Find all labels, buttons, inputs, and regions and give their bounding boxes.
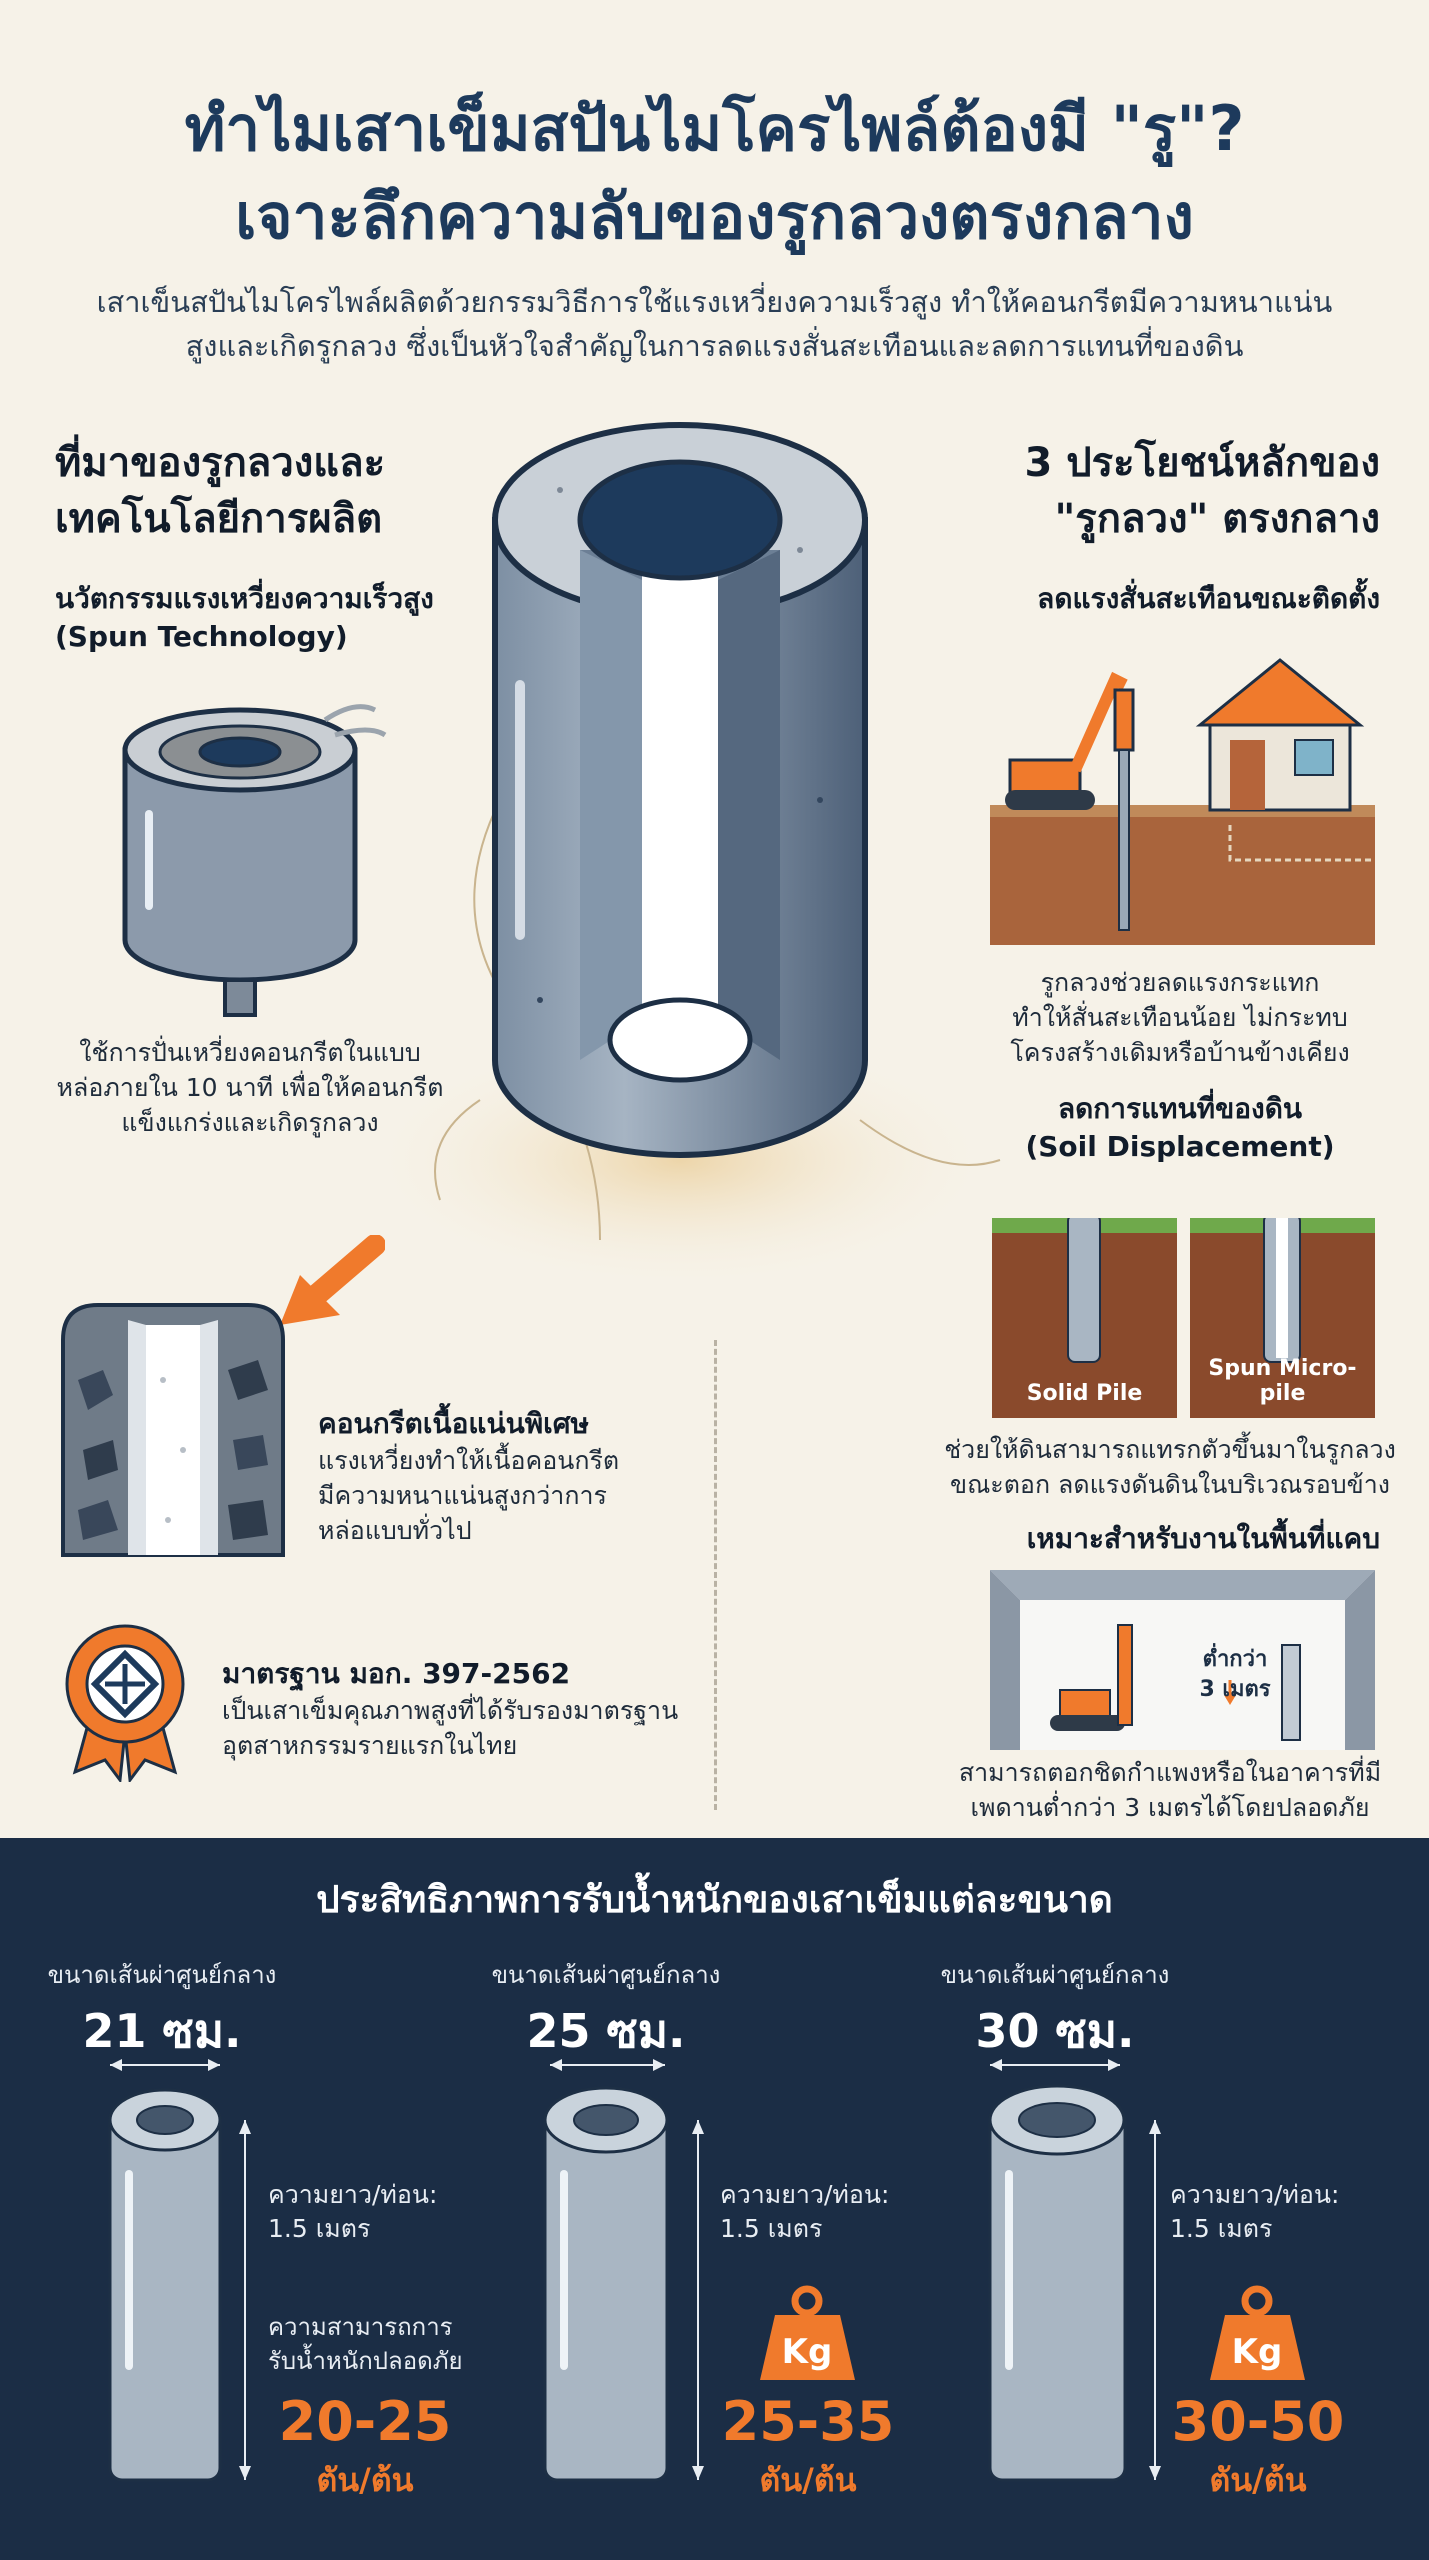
b2-desc-line-1: ช่วยให้ดินสามารถแทรกตัวขึ้นมาในรูกลวง (944, 1435, 1396, 1464)
subtitle-line-1: เสาเข็นสปันไมโครไพล์ผลิตด้วยกรรมวิธีการใ… (96, 285, 1333, 319)
kg-weight-icon: Kg (1210, 2285, 1305, 2380)
dense-concrete-cross-section (61, 1303, 285, 1557)
capacity-value-3: 30-50 (1171, 2390, 1345, 2453)
diameter-value-1: 21 ซม. (82, 2004, 242, 2058)
dense-desc-line-3: หล่อแบบทั่วไป (318, 1516, 472, 1545)
kg-icon-label: Kg (782, 2332, 833, 2372)
divider (714, 1340, 717, 1810)
diameter-value-2: 25 ซม. (526, 2004, 686, 2058)
kg-weight-icon: Kg (760, 2285, 855, 2380)
solid-pile-shape (1067, 1218, 1101, 1363)
capacity-label-1: ความสามารถการ รับน้ำหนักปลอดภัย (268, 2310, 498, 2378)
standard-desc-line-1: เป็นเสาเข็มคุณภาพสูงที่ได้รับรองมาตรฐาน (222, 1696, 679, 1725)
spinning-mold-icon (122, 704, 387, 1017)
capacity-label-1-line-2: รับน้ำหนักปลอดภัย (268, 2347, 463, 2375)
benefit-1-title: ลดแรงสั่นสะเทือนขณะติดตั้ง (1037, 582, 1380, 615)
spun-desc-line-2: หล่อภายใน 10 นาที เพื่อให้คอนกรีต (56, 1073, 444, 1102)
benefit-3-description: สามารถตอกชิดกำแพงหรือในอาคารที่มี เพดานต… (930, 1755, 1410, 1825)
length-label-2: ความยาว/ท่อน: (720, 2180, 890, 2209)
benefit-2-description: ช่วยให้ดินสามารถแทรกตัวขึ้นมาในรูกลวง ขณ… (930, 1432, 1410, 1502)
length-label-3: ความยาว/ท่อน: (1170, 2180, 1340, 2209)
spun-title: นวัตกรรมแรงเหวี่ยงความเร็วสูง (Spun Tech… (55, 580, 495, 656)
capacity-value-2: 25-35 (721, 2390, 895, 2453)
capacity-title: ประสิทธิภาพการรับน้ำหนักของเสาเข็มแต่ละข… (316, 1878, 1113, 1921)
spun-desc-line-3: แข็งแกร่งและเกิดรูกลวง (121, 1108, 379, 1137)
length-text-1: ความยาว/ท่อน: 1.5 เมตร (268, 2178, 448, 2246)
certification-badge-icon (65, 1624, 185, 1782)
diameter-label-1: ขนาดเส้นผ่าศูนย์กลาง (47, 1961, 277, 1989)
left-heading-line-1: ที่มาของรูกลวงและ (55, 440, 386, 486)
length-value-3: 1.5 เมตร (1170, 2214, 1273, 2243)
b1-desc-line-2: ทำให้สั่นสะเทือนน้อย ไม่กระทบ (1012, 1003, 1348, 1032)
page-subtitle: เสาเข็นสปันไมโครไพล์ผลิตด้วยกรรมวิธีการใ… (60, 280, 1369, 368)
left-heading-line-2: เทคโนโลยีการผลิต (55, 496, 383, 542)
arrow-down-left-icon (280, 1235, 385, 1325)
length-value-2: 1.5 เมตร (720, 2214, 823, 2243)
dense-concrete-text: คอนกรีตเนื้อแน่นพิเศษ แรงเหวี่ยงทำให้เนื… (318, 1405, 698, 1548)
diameter-value-3: 30 ซม. (975, 2004, 1135, 2058)
solid-pile-label: Solid Pile (1026, 1381, 1143, 1406)
solid-pile-image: Solid Pile (992, 1218, 1177, 1418)
dense-desc-line-2: มีความหนาแน่นสูงกว่าการ (318, 1481, 607, 1510)
benefit-2-title: ลดการแทนที่ของดิน (Soil Displacement) (960, 1090, 1400, 1166)
left-heading: ที่มาของรูกลวงและ เทคโนโลยีการผลิต (55, 435, 475, 547)
capacity-unit-2: ตัน/ต้น (759, 2461, 857, 2499)
installation-scene-illustration (990, 658, 1375, 945)
dense-desc-line-1: แรงเหวี่ยงทำให้เนื้อคอนกรีต (318, 1446, 620, 1475)
spun-micro-pile-label: Spun Micro-pile (1208, 1356, 1357, 1406)
right-heading-line-1: 3 ประโยชน์หลักของ (1024, 440, 1380, 486)
diameter-label-3: ขนาดเส้นผ่าศูนย์กลาง (940, 1961, 1170, 1989)
pile-21cm-illustration (108, 2059, 251, 2482)
height-limit-line-2: 3 เมตร (1199, 1677, 1271, 1702)
capacity-unit-1: ตัน/ต้น (316, 2461, 414, 2499)
height-limit-label: ต่ำกว่า 3 เมตร (1175, 1645, 1295, 1705)
standard-title: มาตรฐาน มอก. 397-2562 (222, 1657, 571, 1690)
benefit-1-description: รูกลวงช่วยลดแรงกระแทก ทำให้สั่นสะเทือนน้… (980, 965, 1380, 1070)
capacity-value-1: 20-25 (278, 2390, 452, 2453)
b2-desc-line-2: ขณะตอก ลดแรงดันดินในบริเวณรอบข้าง (949, 1470, 1390, 1499)
page-title: ทำไมเสาเข็มสปันไมโครไพล์ต้องมี "รู"? เจา… (0, 85, 1429, 261)
title-line-2: เจาะลึกความลับของรูกลวงตรงกลาง (235, 180, 1194, 253)
subtitle-line-2: สูงและเกิดรูกลวง ซึ่งเป็นหัวใจสำคัญในการ… (185, 329, 1244, 363)
b2-title-line-1: ลดการแทนที่ของดิน (1057, 1092, 1303, 1125)
b2-title-line-2: (Soil Displacement) (1025, 1130, 1335, 1163)
spun-description: ใช้การปั่นเหวี่ยงคอนกรีตในแบบ หล่อภายใน … (40, 1035, 460, 1140)
b3-desc-line-2: เพดานต่ำกว่า 3 เมตรได้โดยปลอดภัย (970, 1793, 1370, 1822)
narrow-space-illustration (990, 1570, 1375, 1750)
spun-title-line-2: (Spun Technology) (55, 620, 348, 653)
capacity-unit-3: ตัน/ต้น (1209, 2461, 1307, 2499)
capacity-label-1-line-1: ความสามารถการ (268, 2313, 453, 2341)
length-value-1: 1.5 เมตร (268, 2214, 371, 2243)
pile-25cm-illustration (543, 2059, 704, 2482)
right-heading-line-2: "รูกลวง" ตรงกลาง (1054, 496, 1380, 542)
diameter-label-2: ขนาดเส้นผ่าศูนย์กลาง (491, 1961, 721, 1989)
b1-desc-line-1: รูกลวงช่วยลดแรงกระแทก (1040, 968, 1320, 997)
standard-desc-line-2: อุตสาหกรรมรายแรกในไทย (222, 1731, 518, 1760)
length-label-1: ความยาว/ท่อน: (268, 2180, 438, 2209)
b1-desc-line-3: โครงสร้างเดิมหรือบ้านข้างเคียง (1010, 1038, 1350, 1067)
dense-title: คอนกรีตเนื้อแน่นพิเศษ (318, 1407, 589, 1440)
benefit-3-title: เหมาะสำหรับงานในพื้นที่แคบ (1026, 1522, 1380, 1555)
capacity-panel (0, 1838, 1429, 2560)
spun-micro-pile-image: Spun Micro-pile (1190, 1218, 1375, 1418)
height-limit-line-1: ต่ำกว่า (1202, 1647, 1268, 1672)
hollow-pile-illustration (380, 422, 1001, 1290)
spun-title-line-1: นวัตกรรมแรงเหวี่ยงความเร็วสูง (55, 582, 434, 615)
pile-30cm-illustration (988, 2059, 1161, 2482)
b3-desc-line-1: สามารถตอกชิดกำแพงหรือในอาคารที่มี (958, 1758, 1382, 1787)
standard-text: มาตรฐาน มอก. 397-2562 เป็นเสาเข็มคุณภาพส… (222, 1655, 722, 1763)
right-heading: 3 ประโยชน์หลักของ "รูกลวง" ตรงกลาง (940, 435, 1380, 547)
length-text-3: ความยาว/ท่อน: 1.5 เมตร (1170, 2178, 1350, 2246)
kg-icon-label: Kg (1232, 2332, 1283, 2372)
title-line-1: ทำไมเสาเข็มสปันไมโครไพล์ต้องมี "รู"? (184, 92, 1245, 165)
spun-desc-line-1: ใช้การปั่นเหวี่ยงคอนกรีตในแบบ (79, 1038, 421, 1067)
hollow-core (1276, 1218, 1288, 1358)
length-text-2: ความยาว/ท่อน: 1.5 เมตร (720, 2178, 900, 2246)
